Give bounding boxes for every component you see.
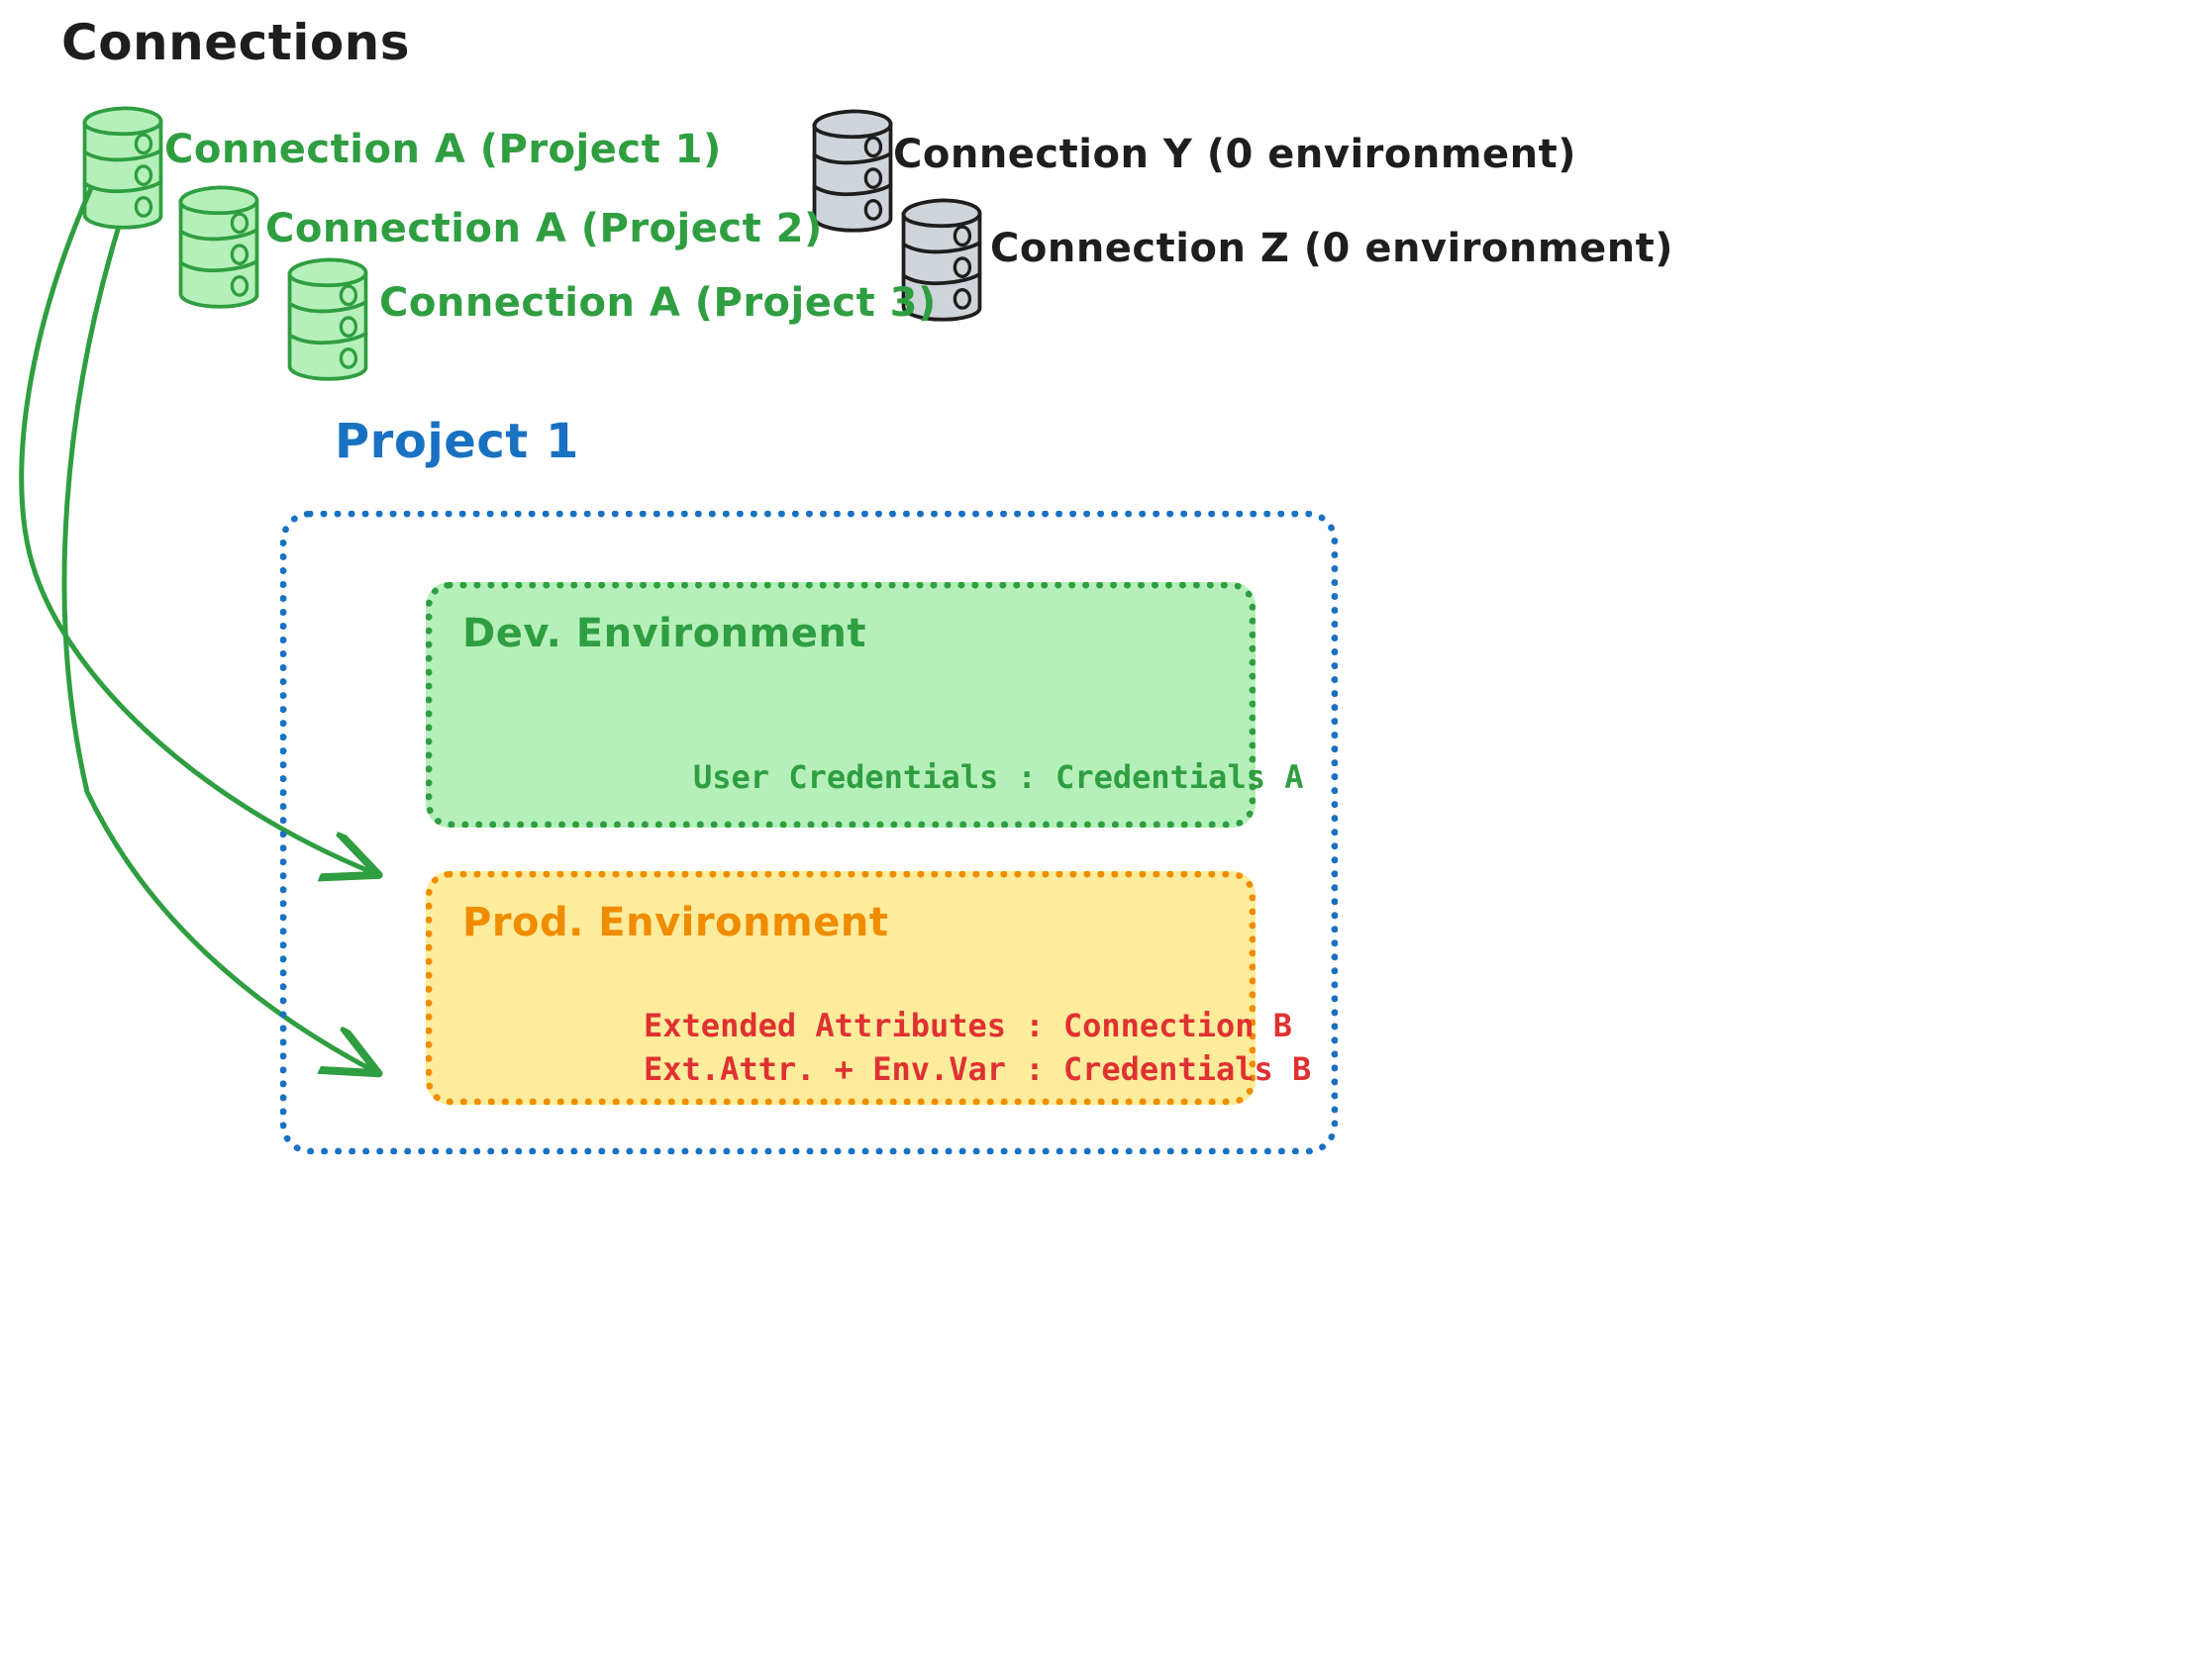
dev-environment-line-1: User Credentials : Credentials A: [693, 758, 1304, 796]
project-container: [280, 511, 1338, 1154]
dev-environment-box[interactable]: [426, 582, 1256, 828]
dev-environment-title: Dev. Environment: [462, 611, 866, 656]
project-title: Project 1: [335, 414, 579, 469]
connection-label-conn-a-project-2: Connection A (Project 2): [265, 206, 823, 251]
prod-environment-title: Prod. Environment: [462, 900, 889, 945]
prod-environment-line-1: Extended Attributes : Connection B: [644, 1007, 1293, 1044]
page-title: Connections: [61, 14, 411, 71]
connection-label-conn-z: Connection Z (0 environment): [990, 226, 1674, 271]
connection-label-conn-a-project-1: Connection A (Project 1): [164, 127, 722, 172]
database-cylinder-icon[interactable]: [83, 107, 162, 229]
database-cylinder-icon[interactable]: [179, 186, 258, 308]
connection-label-conn-y: Connection Y (0 environment): [893, 132, 1577, 177]
prod-environment-box[interactable]: [426, 871, 1256, 1105]
database-cylinder-icon[interactable]: [813, 110, 892, 232]
connection-label-conn-a-project-3: Connection A (Project 3): [379, 280, 937, 326]
prod-environment-line-2: Ext.Attr. + Env.Var : Credentials B: [644, 1050, 1312, 1088]
database-cylinder-icon[interactable]: [288, 258, 367, 380]
